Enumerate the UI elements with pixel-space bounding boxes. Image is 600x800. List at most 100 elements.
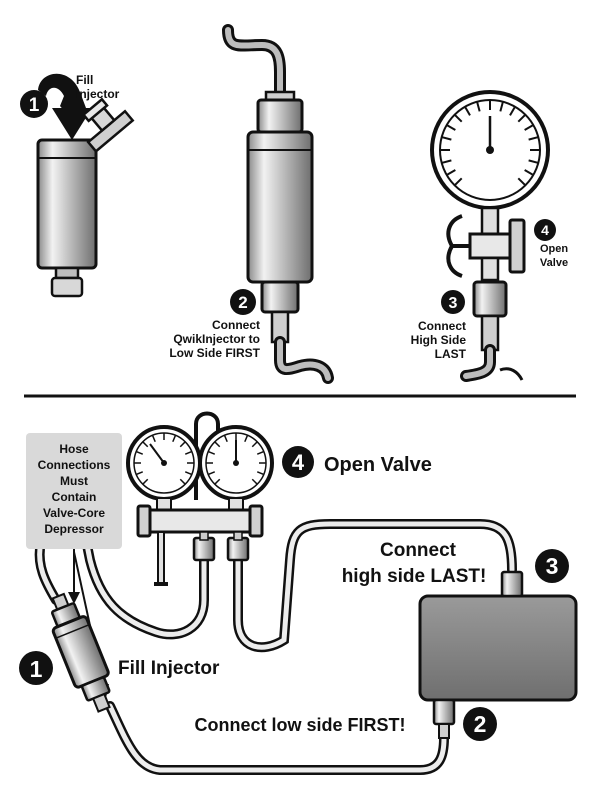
gauge-tick xyxy=(524,124,534,131)
bottom-step2-badge xyxy=(463,707,497,741)
gauge-tick xyxy=(207,450,216,455)
top-step2-badge xyxy=(230,289,256,315)
top-gauge-hose-end xyxy=(499,367,524,381)
top-step3-number: 3 xyxy=(449,295,458,312)
low-gauge-stem xyxy=(156,497,172,511)
manifold-low-fitting xyxy=(192,536,216,562)
top-step3-badge xyxy=(441,290,465,314)
manifold-gauge-set xyxy=(126,411,274,586)
gauge-tick xyxy=(179,478,186,485)
top-gauge-ticks xyxy=(440,100,540,187)
top-valve-handle-left-lower xyxy=(446,245,463,278)
valve-core-note-box xyxy=(26,433,122,549)
top-gauge-hub xyxy=(486,146,494,154)
gauge-tick xyxy=(223,434,228,443)
gauge-tick xyxy=(179,441,186,448)
gauge-tick xyxy=(256,471,265,476)
fill-arrowhead-icon xyxy=(52,108,92,140)
top-step4-badge xyxy=(534,219,556,241)
injector-bottom-fitting xyxy=(54,266,80,280)
gauge-tick xyxy=(446,124,456,131)
gauge-tick xyxy=(517,113,527,123)
high-side-gauge-ticks xyxy=(206,433,266,485)
top-step1-number: 1 xyxy=(29,95,40,116)
top-hose-upper xyxy=(222,24,286,98)
gauge-tick xyxy=(517,177,527,187)
top-step1-label-2: Injector xyxy=(76,87,120,101)
top-step2-label-1: Connect xyxy=(212,318,260,332)
bottom-panel: 4 Open Valve Hose Connections Must Conta… xyxy=(19,411,578,775)
injector-bottom-nut xyxy=(50,276,84,298)
top-step2-label-3: Low Side FIRST xyxy=(169,346,260,360)
injector-cap-icon xyxy=(81,97,135,154)
bottom-step2-label: Connect low side FIRST! xyxy=(194,715,405,735)
manifold-low-fitting-stem xyxy=(199,531,209,541)
gauge-tick xyxy=(528,136,539,141)
bottom-step2-number: 2 xyxy=(474,711,487,737)
bottom-step3-label-1: Connect xyxy=(380,540,457,561)
top-step3-label-1: Connect xyxy=(418,319,466,333)
manifold-left-knob[interactable] xyxy=(136,504,152,538)
note-line-1: Hose xyxy=(59,442,89,456)
gauge-tick xyxy=(441,159,452,164)
gauge-tick xyxy=(135,450,144,455)
note-line-4: Contain xyxy=(52,490,97,504)
top-gauge-lower-stem xyxy=(480,256,500,282)
gauge-tick xyxy=(142,441,149,448)
gauge-tick xyxy=(151,434,156,443)
gauge-tick xyxy=(207,471,216,476)
low-side-port-fitting xyxy=(432,698,456,726)
gauge-tick xyxy=(214,478,221,485)
top-valve-handle-left[interactable] xyxy=(446,214,470,248)
top-step4-number: 4 xyxy=(541,222,549,238)
gauge-tick xyxy=(499,101,504,112)
manifold-right-knob[interactable] xyxy=(248,504,264,538)
lower-fitting-nut xyxy=(260,280,300,314)
note-line-3: Must xyxy=(60,474,88,488)
note-line-5: Valve-Core xyxy=(43,506,105,520)
manifold-high-fitting xyxy=(226,536,250,562)
bottom-step1-number: 1 xyxy=(30,656,43,682)
manifold-body xyxy=(148,508,252,534)
low-side-gauge-ticks xyxy=(134,433,194,485)
top-step2-injector: 2 Connect QwikInjector to Low Side FIRST xyxy=(169,24,334,384)
high-side-gauge-hub xyxy=(233,460,239,466)
gauge-tick xyxy=(184,450,193,455)
gauge-tick xyxy=(524,169,534,176)
gauge-tick xyxy=(244,434,249,443)
gauge-tick xyxy=(184,471,193,476)
top-gauge-fitting xyxy=(472,280,508,318)
manifold-high-fitting-stem xyxy=(233,531,243,541)
top-step1-badge xyxy=(20,90,48,118)
bottom-hoses xyxy=(34,519,517,775)
top-valve-knob[interactable] xyxy=(508,218,526,274)
gauge-tick xyxy=(251,478,258,485)
gauge-tick xyxy=(251,441,258,448)
low-side-gauge-needle xyxy=(149,443,165,464)
bottom-step4-badge xyxy=(282,446,314,478)
bottom-step4-label: Open Valve xyxy=(324,454,432,476)
gauge-tick xyxy=(441,136,452,141)
top-step3-label-3: LAST xyxy=(435,347,467,361)
bottom-step3-number: 3 xyxy=(546,553,559,579)
low-side-gauge-hub xyxy=(161,460,167,466)
gauge-tick xyxy=(464,106,471,116)
gauge-tick xyxy=(446,169,456,176)
top-step2-number: 2 xyxy=(238,293,247,312)
manifold-center-tube xyxy=(157,531,165,585)
gauge-tick xyxy=(214,441,221,448)
top-step1-injector: 1 Fill Injector xyxy=(20,73,135,298)
bottom-injector xyxy=(50,592,111,713)
pointer-arrow-icon xyxy=(68,592,80,604)
high-side-port-fitting xyxy=(500,570,524,598)
gauge-tick xyxy=(142,478,149,485)
bottom-step3-label-2: high side LAST! xyxy=(342,566,487,587)
gauge-tick xyxy=(453,113,463,123)
top-step4-label-2: Valve xyxy=(540,257,568,269)
top-step3-label-2: High Side xyxy=(411,333,467,347)
top-step2-label-2: QwikInjector to xyxy=(173,332,260,346)
injector-cylinder-2 xyxy=(246,130,314,284)
top-valve-body[interactable] xyxy=(468,232,512,260)
high-gauge-stem xyxy=(228,497,244,511)
